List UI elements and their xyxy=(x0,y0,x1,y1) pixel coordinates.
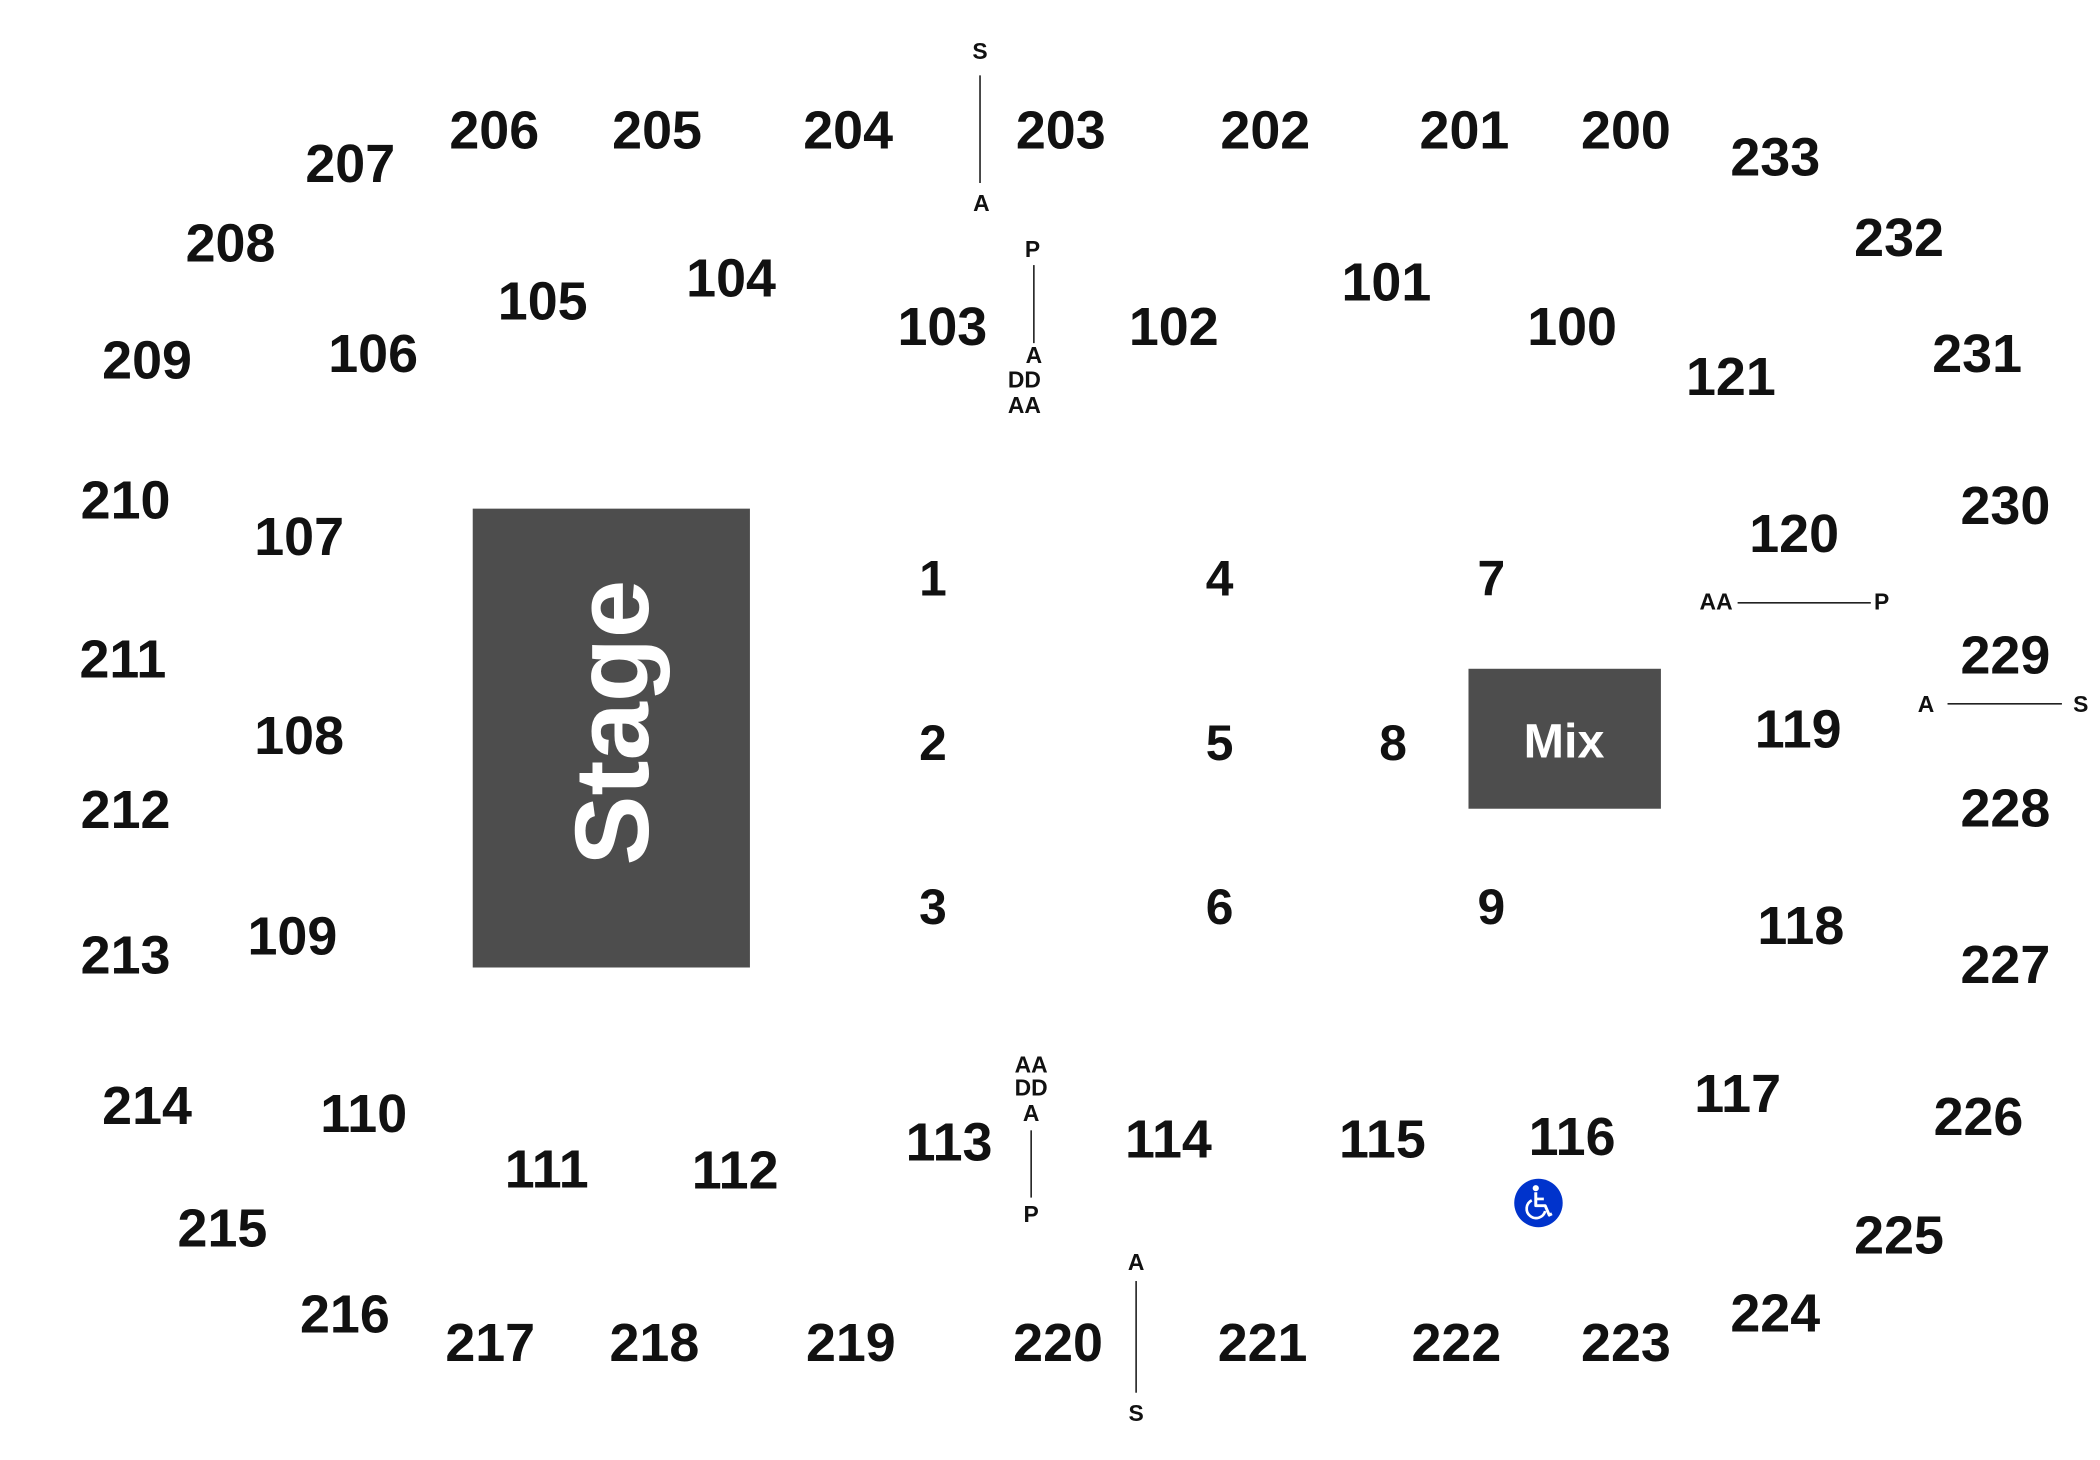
row-label: A xyxy=(1026,342,1043,368)
section-114[interactable]: 114 xyxy=(1125,1110,1212,1170)
row-label: P xyxy=(1024,1201,1039,1227)
section-217[interactable]: 217 xyxy=(445,1313,535,1373)
section-206[interactable]: 206 xyxy=(449,101,539,161)
row-label: S xyxy=(972,38,987,64)
section-110[interactable]: 110 xyxy=(320,1084,407,1144)
stage-block xyxy=(472,508,750,968)
row-label: P xyxy=(1874,588,1889,614)
row-marker-top: S A xyxy=(972,38,989,216)
section-103[interactable]: 103 xyxy=(897,297,987,357)
section-225[interactable]: 225 xyxy=(1854,1205,1944,1265)
row-label: S xyxy=(1128,1400,1143,1426)
row-marker-103: P A DD AA xyxy=(1008,236,1042,418)
stage[interactable]: Stage xyxy=(472,508,750,968)
section-111[interactable]: 111 xyxy=(505,1139,589,1199)
section-212[interactable]: 212 xyxy=(81,780,171,840)
mix-block xyxy=(1468,668,1661,809)
section-107[interactable]: 107 xyxy=(254,507,344,567)
row-label: AA xyxy=(1015,1051,1048,1077)
row-label: AA xyxy=(1008,392,1041,418)
floor: 1 2 3 4 5 6 7 8 9 xyxy=(919,551,1505,935)
section-200[interactable]: 200 xyxy=(1581,101,1671,161)
section-109[interactable]: 109 xyxy=(248,907,338,967)
section-201[interactable]: 201 xyxy=(1420,101,1510,161)
section-216[interactable]: 216 xyxy=(300,1285,390,1345)
section-108[interactable]: 108 xyxy=(254,706,344,766)
row-label: DD xyxy=(1015,1074,1048,1100)
section-227[interactable]: 227 xyxy=(1960,935,2050,995)
section-214[interactable]: 214 xyxy=(102,1076,192,1136)
section-100[interactable]: 100 xyxy=(1527,297,1617,357)
floor-section-2[interactable]: 2 xyxy=(919,715,947,771)
section-208[interactable]: 208 xyxy=(186,214,276,274)
section-220[interactable]: 220 xyxy=(1013,1313,1103,1373)
section-219[interactable]: 219 xyxy=(806,1313,896,1373)
wheelchair-icon[interactable] xyxy=(1514,1178,1563,1228)
mix-label: Mix xyxy=(1524,714,1605,768)
section-226[interactable]: 226 xyxy=(1934,1087,2024,1147)
row-label: AA xyxy=(1700,588,1733,614)
section-104[interactable]: 104 xyxy=(686,249,776,309)
mix-position: Mix xyxy=(1468,668,1661,809)
section-213[interactable]: 213 xyxy=(81,925,171,985)
section-228[interactable]: 228 xyxy=(1960,779,2050,839)
section-233[interactable]: 233 xyxy=(1730,127,1820,187)
section-231[interactable]: 231 xyxy=(1932,324,2022,384)
floor-section-6[interactable]: 6 xyxy=(1206,879,1234,935)
section-232[interactable]: 232 xyxy=(1854,208,1944,268)
section-202[interactable]: 202 xyxy=(1220,101,1310,161)
section-118[interactable]: 118 xyxy=(1757,896,1844,956)
floor-section-9[interactable]: 9 xyxy=(1478,879,1506,935)
section-223[interactable]: 223 xyxy=(1581,1313,1671,1373)
section-210[interactable]: 210 xyxy=(81,471,171,531)
row-label: A xyxy=(1128,1249,1145,1275)
section-113[interactable]: 113 xyxy=(906,1112,993,1172)
section-112[interactable]: 112 xyxy=(692,1141,779,1201)
stage-label: Stage xyxy=(554,580,671,866)
section-205[interactable]: 205 xyxy=(612,101,702,161)
section-204[interactable]: 204 xyxy=(803,101,893,161)
row-label: P xyxy=(1025,236,1040,262)
section-221[interactable]: 221 xyxy=(1218,1313,1308,1373)
section-209[interactable]: 209 xyxy=(102,331,192,391)
section-106[interactable]: 106 xyxy=(328,324,418,384)
section-230[interactable]: 230 xyxy=(1960,476,2050,536)
floor-section-8[interactable]: 8 xyxy=(1379,715,1407,771)
row-marker-120: AA P xyxy=(1700,588,1890,614)
section-215[interactable]: 215 xyxy=(178,1199,268,1259)
section-120[interactable]: 120 xyxy=(1749,504,1839,564)
section-116[interactable]: 116 xyxy=(1529,1107,1616,1167)
row-marker-229: A S xyxy=(1918,691,2089,717)
row-label: A xyxy=(1918,691,1935,717)
row-marker-bottom: A S xyxy=(1128,1249,1145,1426)
section-222[interactable]: 222 xyxy=(1411,1313,1501,1373)
floor-section-4[interactable]: 4 xyxy=(1206,551,1234,607)
section-101[interactable]: 101 xyxy=(1342,253,1432,313)
upper-tier: 200 201 202 203 204 205 206 207 208 209 … xyxy=(79,101,2050,1373)
section-119[interactable]: 119 xyxy=(1755,699,1842,759)
floor-section-3[interactable]: 3 xyxy=(919,879,947,935)
lower-tier: 100 101 102 103 104 105 106 107 108 109 … xyxy=(248,249,1845,1201)
row-marker-113: AA DD A P xyxy=(1015,1051,1048,1226)
section-121[interactable]: 121 xyxy=(1686,347,1776,407)
row-label: S xyxy=(2073,691,2088,717)
floor-section-7[interactable]: 7 xyxy=(1478,551,1506,607)
floor-section-1[interactable]: 1 xyxy=(919,551,947,607)
section-218[interactable]: 218 xyxy=(609,1313,699,1373)
floor-section-5[interactable]: 5 xyxy=(1206,715,1234,771)
section-117[interactable]: 117 xyxy=(1694,1064,1781,1124)
section-102[interactable]: 102 xyxy=(1129,297,1219,357)
section-203[interactable]: 203 xyxy=(1016,101,1106,161)
section-115[interactable]: 115 xyxy=(1339,1110,1426,1170)
section-105[interactable]: 105 xyxy=(498,271,588,331)
section-211[interactable]: 211 xyxy=(79,629,166,689)
row-label: DD xyxy=(1008,366,1041,392)
row-label: A xyxy=(1023,1100,1040,1126)
section-224[interactable]: 224 xyxy=(1730,1283,1820,1343)
section-207[interactable]: 207 xyxy=(305,134,395,194)
row-label: A xyxy=(973,190,990,216)
section-229[interactable]: 229 xyxy=(1960,625,2050,685)
